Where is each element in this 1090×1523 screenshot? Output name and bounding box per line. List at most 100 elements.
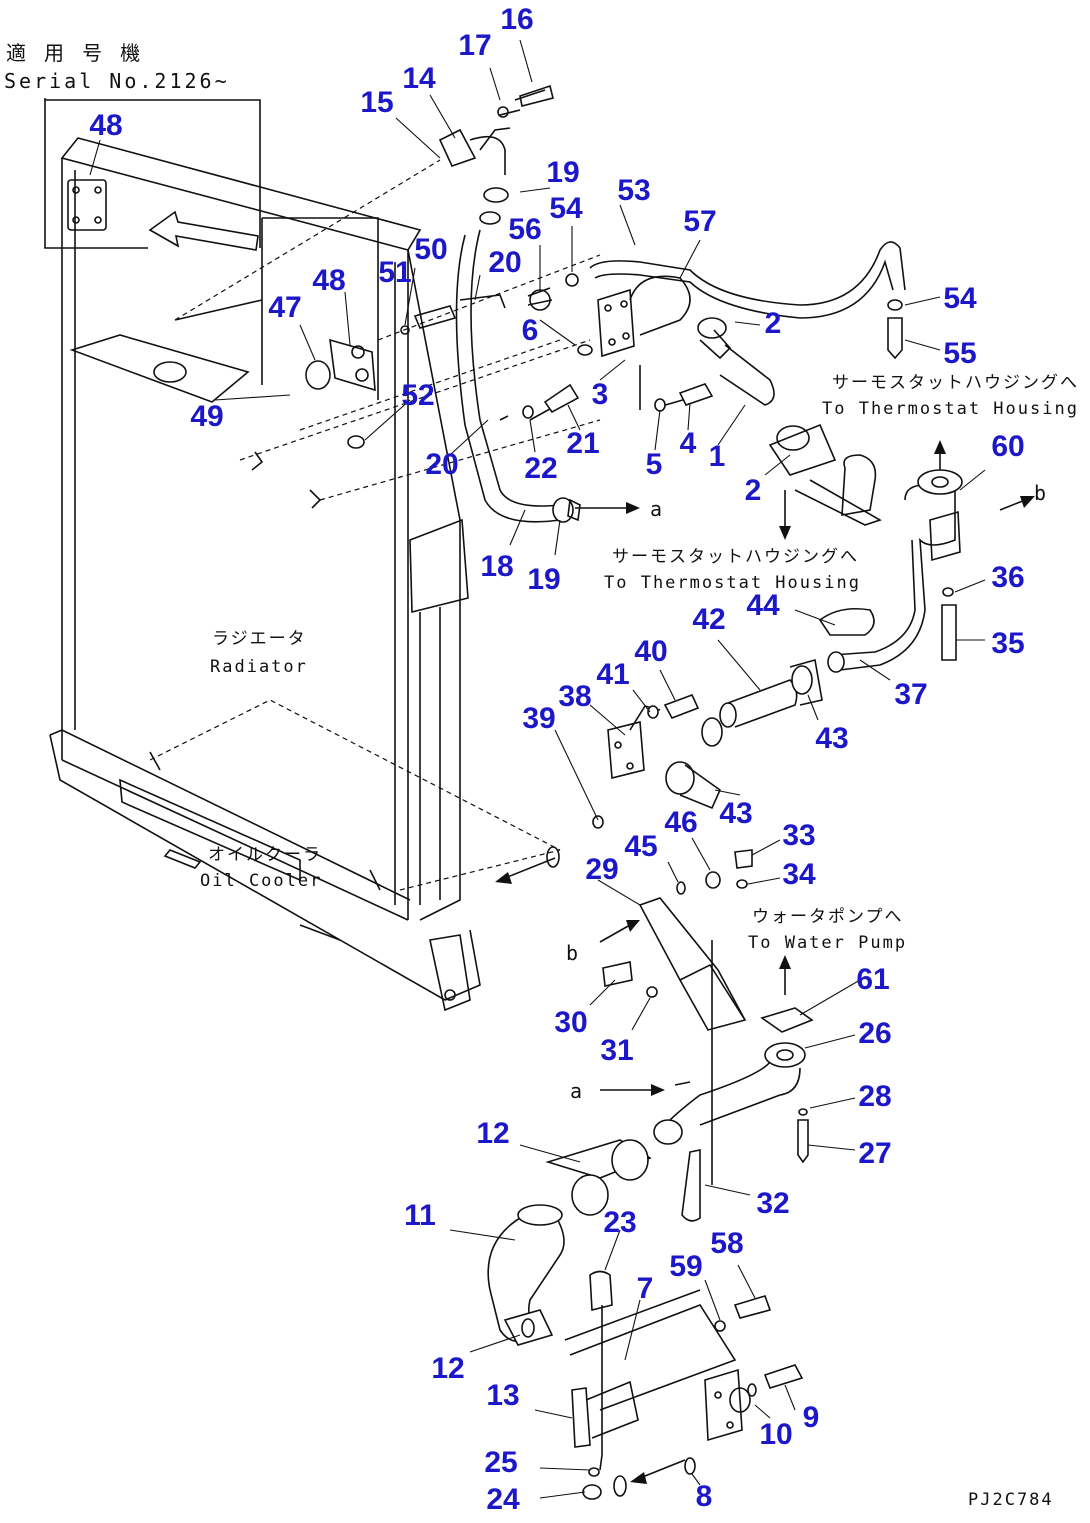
part-num-41: 41: [596, 658, 629, 691]
part-num-47: 47: [268, 291, 301, 324]
part-num-48a: 48: [89, 109, 122, 142]
part-num-25: 25: [484, 1446, 517, 1479]
inset-arrow: [148, 210, 259, 251]
water-pump-en: To Water Pump: [748, 933, 907, 953]
ref-b-lower: b: [566, 941, 581, 965]
part-num-61: 61: [856, 963, 889, 996]
part-num-48b: 48: [312, 264, 345, 297]
part-num-21: 21: [566, 427, 599, 460]
part-num-19b: 19: [527, 563, 560, 596]
part-num-59: 59: [669, 1250, 702, 1283]
part-num-14: 14: [402, 62, 436, 95]
thermostat-top-jp: サーモスタットハウジングへ: [832, 373, 1079, 393]
part-num-30: 30: [554, 1006, 587, 1039]
part-num-39: 39: [522, 702, 555, 735]
flow-arrows: a b b a: [495, 440, 1049, 1484]
part-num-34: 34: [782, 858, 816, 891]
part-num-15: 15: [360, 86, 393, 119]
part-num-45: 45: [624, 830, 657, 863]
serial-inset: 適 用 号 機 Serial No.2126~: [4, 41, 261, 251]
part-num-3: 3: [592, 378, 609, 411]
part-num-60: 60: [991, 430, 1024, 463]
serial-caption-jp: 適 用 号 機: [6, 41, 143, 65]
part-num-54a: 54: [549, 192, 583, 225]
part-num-12a: 12: [476, 1117, 509, 1150]
part-num-50: 50: [414, 233, 447, 266]
destination-captions: サーモスタットハウジングへ To Thermostat Housing サーモス…: [604, 373, 1079, 1510]
upper-hoses: [438, 84, 906, 526]
radiator-label-en: Radiator: [210, 657, 308, 677]
ref-a-upper: a: [650, 497, 665, 521]
part-num-29: 29: [585, 853, 618, 886]
part-num-44: 44: [746, 589, 780, 622]
part-num-28: 28: [858, 1080, 891, 1113]
part-num-1: 1: [709, 440, 726, 473]
part-num-42: 42: [692, 603, 725, 636]
part-num-2a: 2: [765, 307, 782, 340]
part-num-5: 5: [646, 448, 663, 481]
part-num-19a: 19: [546, 156, 579, 189]
part-num-24: 24: [486, 1483, 520, 1516]
part-num-49: 49: [190, 400, 223, 433]
part-num-4: 4: [680, 427, 697, 460]
part-num-8: 8: [696, 1480, 713, 1513]
part-num-13: 13: [486, 1379, 519, 1412]
part-num-23: 23: [603, 1206, 636, 1239]
part-num-20b: 20: [425, 448, 458, 481]
part-num-12b: 12: [431, 1352, 464, 1385]
part-num-27: 27: [858, 1137, 891, 1170]
part-num-2b: 2: [745, 474, 762, 507]
part-num-7: 7: [637, 1272, 654, 1305]
part-num-51: 51: [378, 256, 411, 289]
leader-lines: [89, 39, 986, 1499]
part-num-31: 31: [600, 1034, 633, 1067]
part-num-43b: 43: [719, 797, 752, 830]
thermostat-mid-jp: サーモスタットハウジングへ: [612, 547, 859, 567]
radiator-label-jp: ラジエータ: [212, 629, 307, 649]
part-num-18: 18: [480, 550, 513, 583]
oil-cooler-label-en: Oil Cooler: [200, 871, 322, 891]
part-num-36: 36: [991, 561, 1024, 594]
part-num-26: 26: [858, 1017, 891, 1050]
ref-b-upper: b: [1034, 481, 1049, 505]
ref-a-lower: a: [570, 1079, 585, 1103]
part-num-38: 38: [558, 680, 591, 713]
part-num-55: 55: [943, 337, 976, 370]
drawing-code: PJ2C784: [968, 1490, 1054, 1510]
part-num-56: 56: [508, 213, 541, 246]
part-num-54b: 54: [943, 282, 977, 315]
thermostat-mid-en: To Thermostat Housing: [604, 573, 861, 593]
serial-caption-en: Serial No.2126~: [4, 69, 230, 93]
part-num-52: 52: [401, 379, 434, 412]
part-num-9: 9: [803, 1401, 820, 1434]
part-num-33: 33: [782, 819, 815, 852]
inset-frame: [44, 98, 261, 249]
bottom-assembly: [487, 1139, 804, 1500]
part-num-35: 35: [991, 627, 1024, 660]
mid-fittings: [546, 693, 723, 868]
part-num-20a: 20: [488, 246, 521, 279]
right-pipes: [719, 469, 963, 728]
top-panel: [69, 159, 601, 891]
lower-right-assembly: [602, 849, 814, 1222]
part-num-37: 37: [894, 678, 927, 711]
thermostat-top-en: To Thermostat Housing: [822, 399, 1079, 419]
part-num-10: 10: [759, 1418, 792, 1451]
oil-cooler-label-jp: オイルクーラ: [208, 845, 322, 865]
part-num-40: 40: [634, 635, 667, 668]
radiator: ラジエータ Radiator オイルクーラ Oil Cooler: [49, 137, 481, 1012]
part-callouts: 1 2 2 3 4 5 6 7 8 9 10 11 12 12 13 14 15…: [89, 3, 1024, 1516]
part-num-53: 53: [617, 174, 650, 207]
part-num-6: 6: [522, 314, 539, 347]
water-pump-jp: ウォータポンプへ: [752, 907, 904, 927]
part-num-17: 17: [458, 29, 491, 62]
part-num-22: 22: [524, 452, 557, 485]
part-num-32: 32: [756, 1187, 789, 1220]
part-num-57: 57: [683, 205, 716, 238]
part-num-58: 58: [710, 1227, 743, 1260]
part-num-11: 11: [404, 1199, 436, 1232]
part-num-16: 16: [500, 3, 533, 36]
part-num-46: 46: [664, 806, 697, 839]
part-num-43a: 43: [815, 722, 848, 755]
